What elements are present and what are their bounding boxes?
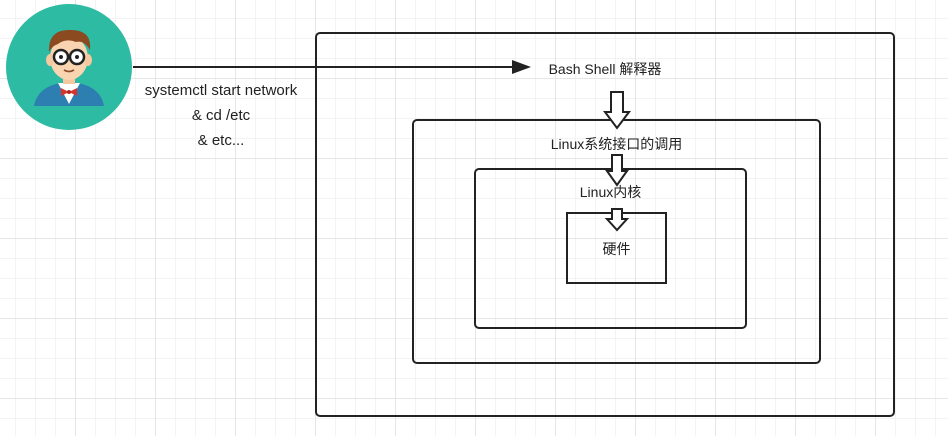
shell-layer-box: Bash Shell 解释器	[315, 32, 895, 417]
down-arrow-kernel-to-hardware	[604, 208, 630, 232]
kernel-layer-label: Linux内核	[579, 184, 642, 200]
down-arrow-syscall-to-kernel	[605, 154, 629, 187]
down-arrow-shell-to-syscall	[603, 91, 631, 130]
developer-avatar-icon	[6, 4, 132, 130]
syscall-layer-label: Linux系统接口的调用	[550, 136, 683, 152]
user-avatar	[6, 4, 132, 130]
kernel-layer-box: Linux内核	[474, 168, 747, 329]
command-line-1: systemctl start network	[144, 82, 298, 99]
command-arrow	[133, 60, 531, 74]
hardware-layer-label: 硬件	[602, 241, 631, 257]
shell-layer-label: Bash Shell 解释器	[548, 61, 662, 77]
command-line-2: & cd /etc	[191, 107, 251, 124]
command-line-3: & etc...	[197, 132, 245, 149]
